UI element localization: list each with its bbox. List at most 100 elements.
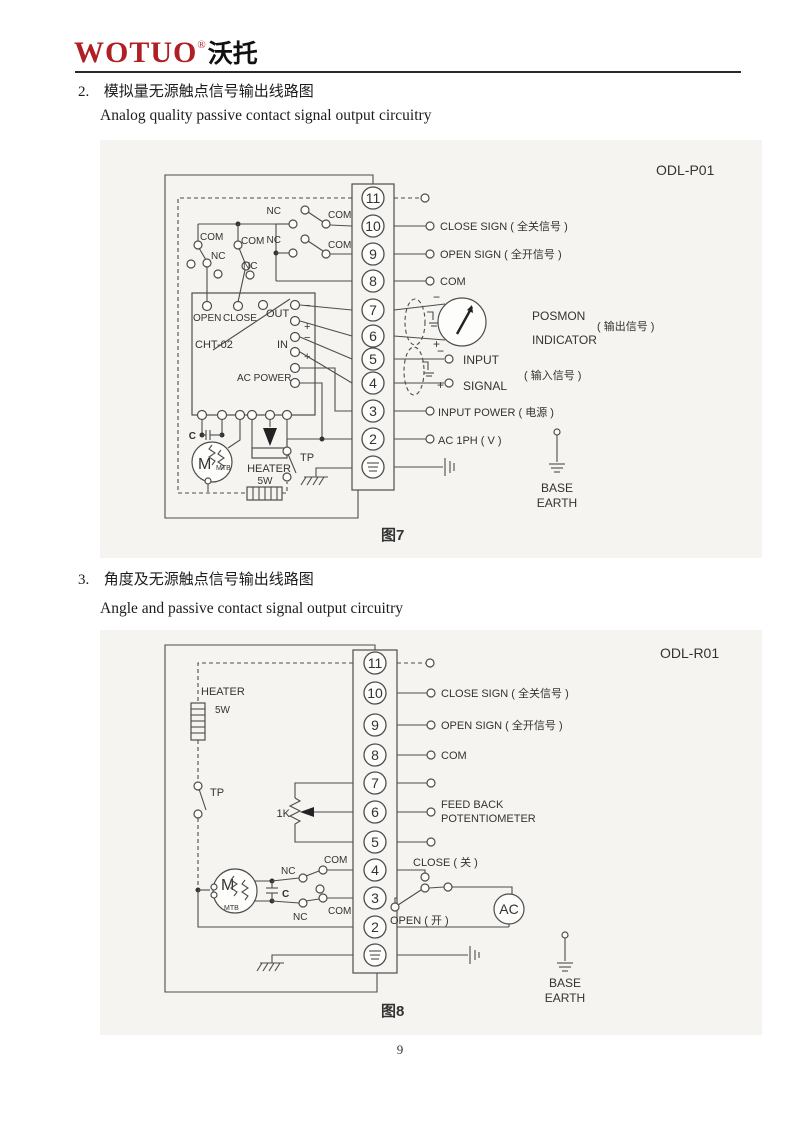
tp-switch: TP	[282, 439, 314, 482]
close-sign-label-2: CLOSE SIGN ( 全关信号 )	[441, 686, 569, 700]
diagram-odl-r01-panel: ODL-R01 11 10 9 8 7 6 5 4 3 2	[100, 630, 762, 1035]
cht-close-label: CLOSE	[223, 313, 257, 324]
output-signal-label: ( 输出信号 )	[597, 319, 654, 333]
sw-a-nc: NC	[267, 206, 281, 217]
enclosure-outline	[164, 174, 374, 519]
section-2-title-cn: 模拟量无源触点信号输出线路图	[103, 84, 314, 100]
indicator-label: INDICATOR	[532, 333, 597, 347]
row2-close-sign: CLOSE SIGN ( 全关信号 )	[397, 686, 569, 700]
row2-com: COM	[397, 750, 467, 762]
figure-7-caption: 图7	[381, 527, 404, 544]
terminal2-earth-icon	[363, 943, 387, 967]
out-plus: +	[304, 321, 310, 333]
earth-label-2: EARTH	[545, 991, 585, 1005]
signal-label: SIGNAL	[463, 379, 507, 393]
page-number: 9	[396, 1042, 404, 1057]
heater-power-label-2: 5W	[215, 705, 231, 716]
motor-com-1: COM	[324, 855, 347, 866]
brand-logo: WOTUO®沃托	[74, 34, 258, 70]
tp-label: TP	[300, 452, 314, 464]
controller-cht02: OPEN CLOSE OUT − + IN − + AC POWER CHT-0…	[191, 292, 316, 421]
brand-logo-en: WOTUO	[74, 36, 198, 69]
section-3-title-en: Angle and passive contact signal output …	[100, 600, 404, 617]
terminal-6: 6	[369, 328, 377, 344]
input-signal-rows: − + INPUT SIGNAL ( 输入信号 )	[394, 344, 581, 396]
row2-feedback: FEED BACK POTENTIOMETER	[397, 799, 536, 825]
diagram-odl-p01-panel: ODL-P01 11 10 9 8 7 6 5 4 3 2	[100, 140, 762, 558]
left-nc-1: NC	[211, 251, 225, 262]
base-earth-icon-2: BASE EARTH	[545, 931, 585, 1005]
feedback-potentiometer: 1K	[277, 782, 353, 843]
terminal2-11: 11	[368, 655, 383, 671]
cht-name-label: CHT-02	[195, 339, 233, 351]
base-earth-icon: BASE EARTH	[537, 428, 577, 510]
input-minus: −	[437, 344, 444, 358]
cht-open-label: OPEN	[193, 313, 221, 324]
heater-power-label: 5W	[258, 476, 274, 487]
feedback-label-2: POTENTIOMETER	[441, 813, 536, 825]
row2-t7	[397, 778, 436, 788]
sw-a-com: COM	[328, 210, 351, 221]
row-earth-lead	[394, 458, 455, 476]
capacitor-label-2: C	[282, 889, 289, 900]
terminal2-5: 5	[371, 834, 379, 850]
cht-acpower-label: AC POWER	[237, 373, 291, 384]
section-3-number: 3.	[78, 572, 90, 588]
in-minus: −	[304, 332, 310, 344]
wiring-diagram-odl-r01: ODL-R01 11 10 9 8 7 6 5 4 3 2	[164, 644, 719, 1020]
input-plus: +	[437, 378, 444, 392]
sw-b-com: COM	[328, 240, 351, 251]
open-sign-label: OPEN SIGN ( 全开信号 )	[440, 247, 562, 261]
terminal-earth-icon	[361, 455, 385, 479]
section-3-title-cn: 角度及无源触点信号输出线路图	[103, 572, 314, 588]
close-open-selector: CLOSE ( 关 ) OPEN ( 开 ) AC	[390, 855, 525, 928]
motor-sub-label: MTB	[216, 465, 231, 472]
motor-label-2: M	[221, 877, 234, 894]
heater-label: HEATER	[247, 463, 291, 475]
registered-mark: ®	[197, 39, 206, 51]
model-label-odl-p01: ODL-P01	[656, 162, 715, 178]
open-sign-label-2: OPEN SIGN ( 全开信号 )	[441, 718, 563, 732]
motor-assembly-2: M MTB C NC COM	[210, 855, 353, 923]
cht-in-label: IN	[277, 339, 288, 351]
terminal-10: 10	[365, 218, 381, 234]
feedback-label-1: FEED BACK	[441, 799, 504, 811]
terminal-2: 2	[369, 431, 377, 447]
posmon-label: POSMON	[532, 309, 585, 323]
section-2-heading: 2. 模拟量无源触点信号输出线路图	[78, 80, 314, 101]
motor-nc-2: NC	[293, 912, 307, 923]
row2-open-sign: OPEN SIGN ( 全开信号 )	[397, 718, 563, 732]
ac-source-label: AC	[499, 901, 518, 917]
model-label-odl-r01: ODL-R01	[660, 645, 719, 661]
terminal-3: 3	[369, 403, 377, 419]
section-2-title-en: Analog quality passive contact signal ou…	[100, 107, 432, 124]
terminal2-7: 7	[371, 775, 379, 791]
input-signal-cn-label: ( 输入信号 )	[524, 368, 581, 382]
header-rule	[75, 71, 741, 73]
terminal-4: 4	[369, 375, 377, 391]
dashed-enclosure	[177, 197, 352, 494]
capacitor-label: C	[189, 431, 196, 442]
figure-8-caption: 图8	[381, 1003, 404, 1020]
terminal2-6: 6	[371, 804, 379, 820]
left-nc-2: NC	[243, 261, 257, 272]
row2-terminal-11	[397, 658, 435, 668]
terminal2-3: 3	[371, 890, 379, 906]
left-limit-switches: COM COM NC NC	[186, 221, 289, 303]
row-ac-1ph: AC 1PH ( V )	[394, 434, 502, 447]
base-label-2: BASE	[549, 976, 581, 990]
left-com-2: COM	[241, 236, 264, 247]
row-open-sign: OPEN SIGN ( 全开信号 )	[394, 247, 562, 261]
terminal2-4: 4	[371, 862, 379, 878]
terminal-8: 8	[369, 273, 377, 289]
terminal2-8: 8	[371, 747, 379, 763]
motor-com-2: COM	[328, 906, 351, 917]
heater-label-2: HEATER	[201, 686, 245, 698]
row-com: COM	[394, 276, 466, 288]
row-close-sign: CLOSE SIGN ( 全关信号 )	[394, 219, 568, 233]
left-com-1: COM	[200, 232, 223, 243]
enclosure-outline-2	[164, 644, 378, 993]
meter-dial-icon	[437, 297, 487, 347]
close-label: CLOSE ( 关 )	[413, 855, 478, 869]
